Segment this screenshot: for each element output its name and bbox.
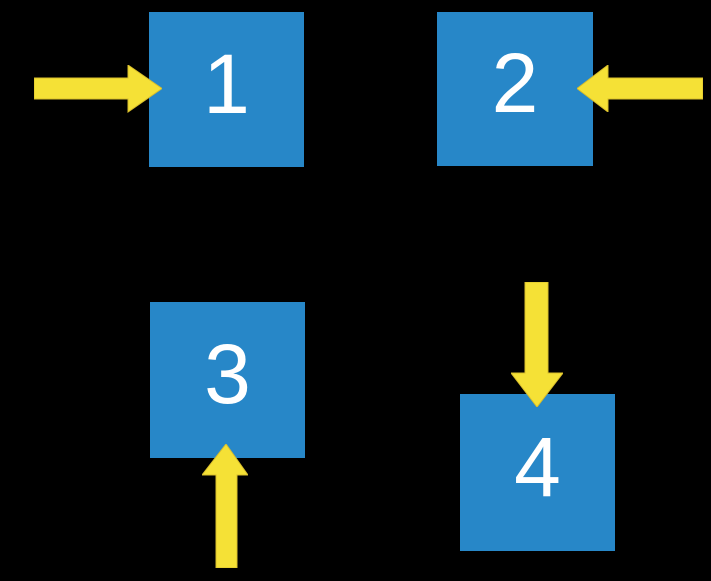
box-1-label: 1 [203, 36, 250, 131]
box-4: 4 [460, 394, 615, 551]
arrow-left-icon [577, 65, 703, 112]
arrow-left-shape [577, 65, 703, 112]
box-4-label: 4 [514, 419, 561, 514]
box-3-label: 3 [204, 327, 251, 421]
arrow-up-icon [202, 444, 248, 568]
arrow-right-shape [34, 65, 162, 113]
arrow-right-icon [34, 65, 162, 113]
box-3: 3 [150, 302, 305, 458]
arrow-down-shape [511, 282, 563, 407]
arrow-down-icon [511, 282, 563, 407]
box-2-label: 2 [491, 36, 539, 130]
box-2: 2 [437, 12, 593, 166]
box-1: 1 [149, 12, 304, 167]
arrow-up-shape [202, 444, 248, 568]
